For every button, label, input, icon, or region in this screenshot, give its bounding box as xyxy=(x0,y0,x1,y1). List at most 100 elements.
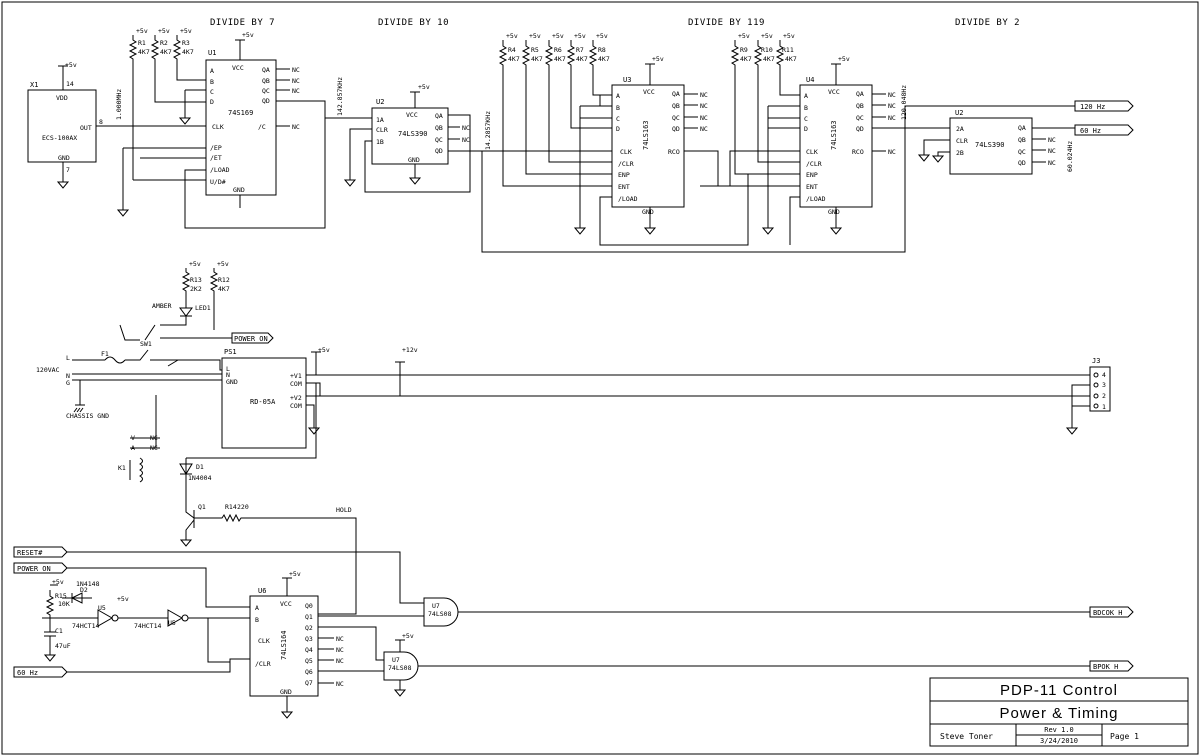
reset-wire xyxy=(67,551,424,604)
u4-load-wire xyxy=(481,105,1075,253)
u2a-part: 74LS390 xyxy=(398,130,428,138)
q1-ref: Q1 xyxy=(198,503,206,511)
chip-u1: U1 74S169 VCC A B C D CLK /EP /ET /LOAD … xyxy=(184,31,372,229)
u6-pin-q4: Q4 xyxy=(305,646,313,654)
u1-gnd: GND xyxy=(233,186,245,194)
u1-pin-load: /LOAD xyxy=(210,166,230,174)
chip-u2a: U2 74LS390 VCC 1A CLR 1B GND QA QB QC QD… xyxy=(343,83,612,193)
u6-body xyxy=(249,595,319,697)
x1-gnd-label: GND xyxy=(58,154,70,162)
j3-body xyxy=(1089,366,1111,412)
u7b-symbol xyxy=(383,651,419,681)
u4-5v: +5v xyxy=(838,55,850,63)
x1-body xyxy=(27,89,97,163)
j3-pin4: 4 xyxy=(1102,371,1106,379)
r13-5v: +5v xyxy=(189,260,201,268)
r2-body xyxy=(150,35,206,103)
r7-ref: R7 xyxy=(576,46,584,54)
r6-body xyxy=(544,40,612,163)
u3-load-wire xyxy=(599,173,800,246)
u4-pin-d: D xyxy=(804,125,808,133)
u4-pin-load: /LOAD xyxy=(806,195,826,203)
u1-pin-clk: CLK xyxy=(212,123,224,131)
r11-val: 4K7 xyxy=(785,55,797,63)
d2-part: 1N4148 xyxy=(76,580,100,588)
u4-pin-qc: QC xyxy=(856,114,864,122)
port-bdcok-shape xyxy=(1089,606,1134,618)
heading-divide-by-7: DIVIDE BY 7 xyxy=(210,18,275,28)
u1-5v: +5v xyxy=(242,31,254,39)
freq-1mhz-label: 1.000MHz xyxy=(115,89,123,120)
ps1-part: RD-05A xyxy=(250,398,276,406)
u1-pin-c-out: /C xyxy=(258,123,266,131)
u1-pin-qc: QC xyxy=(262,87,270,95)
u2b-ref: U2 xyxy=(955,109,963,117)
r14-ref: R14 xyxy=(225,503,237,511)
r2-val: 4K7 xyxy=(160,48,172,56)
sw1-contacts xyxy=(119,324,232,341)
ps1-v2p: +V2 xyxy=(290,394,302,402)
j3-ref: J3 xyxy=(1092,357,1100,365)
hold-label: HOLD xyxy=(336,506,352,514)
u3-pin-c: C xyxy=(616,115,620,123)
c1-symbol xyxy=(43,620,57,662)
u1-pin-a: A xyxy=(210,67,214,75)
u5b-ref: U5 xyxy=(168,619,176,627)
c1-val: 47uF xyxy=(55,642,71,650)
r14-hold-wire xyxy=(194,513,357,615)
u6-pin-clk: CLK xyxy=(258,637,270,645)
r12-5v: +5v xyxy=(217,260,229,268)
u1-pin-qd: QD xyxy=(262,97,270,105)
u3-pin-clr: /CLR xyxy=(618,160,634,168)
u2a-internal-wires xyxy=(364,114,471,193)
r7-val: 4K7 xyxy=(576,55,588,63)
r9-val: 4K7 xyxy=(740,55,752,63)
power-on-wire xyxy=(67,567,250,608)
u2b-pin-qd: QD xyxy=(1018,159,1026,167)
r4-body xyxy=(498,40,612,187)
r4-val: 4K7 xyxy=(508,55,520,63)
u2a-pin-qa: QA xyxy=(435,112,443,120)
u2a-pin-1a: 1A xyxy=(376,116,384,124)
u7-5v: +5v xyxy=(402,632,414,640)
ps1-ref: PS1 xyxy=(224,348,237,356)
x1-5v-label: +5v xyxy=(65,61,77,69)
line-n-g-wires xyxy=(72,373,222,413)
u6-nc-q3: NC xyxy=(336,635,344,643)
led1-color: AMBER xyxy=(152,302,172,310)
u4-clk-wire xyxy=(700,150,800,187)
ps1-body xyxy=(221,357,307,449)
r8-5v: +5v xyxy=(596,32,608,40)
r13-ref: R13 xyxy=(190,276,202,284)
u1-pin-d: D xyxy=(210,98,214,106)
led1-symbol xyxy=(160,307,193,326)
u3-nc-qa: NC xyxy=(700,91,708,99)
u1-pin-b: B xyxy=(210,78,214,86)
ps1-com2: COM xyxy=(290,402,302,410)
u4-nc-rco: NC xyxy=(888,148,896,156)
x1-out-label: OUT xyxy=(80,124,92,132)
freq-120hz-label: 120.048Hz xyxy=(900,85,908,120)
r12-ref: R12 xyxy=(218,276,230,284)
u3-part: 74LS163 xyxy=(642,120,650,150)
u1-nc-qa: NC xyxy=(292,66,300,74)
r8-body xyxy=(588,40,612,96)
u2b-pin-qb: QB xyxy=(1018,136,1026,144)
r9-ref: R9 xyxy=(740,46,748,54)
u2a-clr-ground xyxy=(343,128,372,187)
d1-part: 1N4004 xyxy=(188,474,212,482)
u3-nc-stubs xyxy=(684,93,698,129)
u6-ref: U6 xyxy=(258,587,266,595)
port-120hz: 120 Hz xyxy=(1074,100,1134,112)
u1-pin-c: C xyxy=(210,88,214,96)
r8-val: 4K7 xyxy=(598,55,610,63)
oscillator-x1: X1 VDD ECS-100AX OUT GND 14 7 8 +5v 1.00… xyxy=(27,61,206,189)
u4-pin-qa: QA xyxy=(856,90,864,98)
resistors-r9-r11: R9 4K7 R10 4K7 R11 4K7 +5v +5v +5v xyxy=(730,32,800,235)
u5-5v: +5v xyxy=(117,595,129,603)
u2b-output-wires xyxy=(1032,127,1075,163)
u1-pin-qb: QB xyxy=(262,77,270,85)
port-reset-shape xyxy=(13,546,68,558)
port-bdcok-label: BDCOK H xyxy=(1093,609,1123,617)
